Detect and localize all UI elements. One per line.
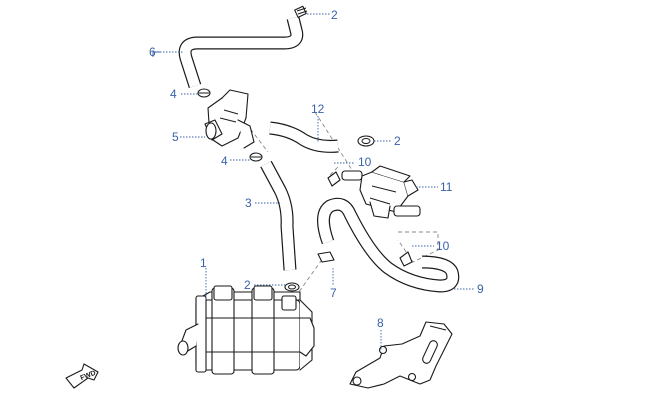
callout-8: 8 (377, 316, 384, 330)
callout-9: 9 (477, 282, 484, 296)
callout-2-top: 2 (331, 8, 338, 22)
callout-7: 7 (330, 286, 337, 300)
callout-labels: 2 6 4 5 4 3 12 2 10 11 10 1 2 7 8 9 (149, 8, 484, 330)
callout-6: 6 (149, 45, 156, 59)
hose-6 (178, 16, 304, 88)
callout-1: 1 (200, 256, 207, 270)
callout-11: 11 (440, 180, 453, 194)
callout-2-right: 2 (394, 134, 401, 148)
clip-10-upper (327, 171, 341, 187)
clamp-2-right (357, 135, 375, 147)
hose-3 (260, 160, 297, 271)
valve-5 (204, 89, 255, 149)
clip-7 (317, 251, 335, 263)
canister-1 (177, 285, 315, 375)
callout-2-lower: 2 (244, 278, 251, 292)
callout-4-lower: 4 (221, 154, 228, 168)
bracket-8 (349, 321, 453, 389)
callout-4-upper: 4 (170, 87, 177, 101)
clamp-2-top (294, 5, 308, 18)
clip-10-lower (399, 251, 413, 267)
hose-9 (317, 197, 460, 293)
hose-12 (269, 121, 339, 153)
callout-leaders (152, 13, 474, 350)
clamp-4-lower (249, 152, 263, 162)
callout-10-upper: 10 (358, 155, 372, 169)
callout-10-lower: 10 (436, 239, 450, 253)
clamp-4-upper (197, 88, 211, 98)
valve-11 (341, 165, 421, 219)
callout-12: 12 (311, 102, 325, 116)
callout-3: 3 (245, 196, 252, 210)
fwd-arrow: FWD (65, 363, 99, 389)
callout-5: 5 (172, 130, 179, 144)
clamp-2-lower (284, 282, 300, 292)
